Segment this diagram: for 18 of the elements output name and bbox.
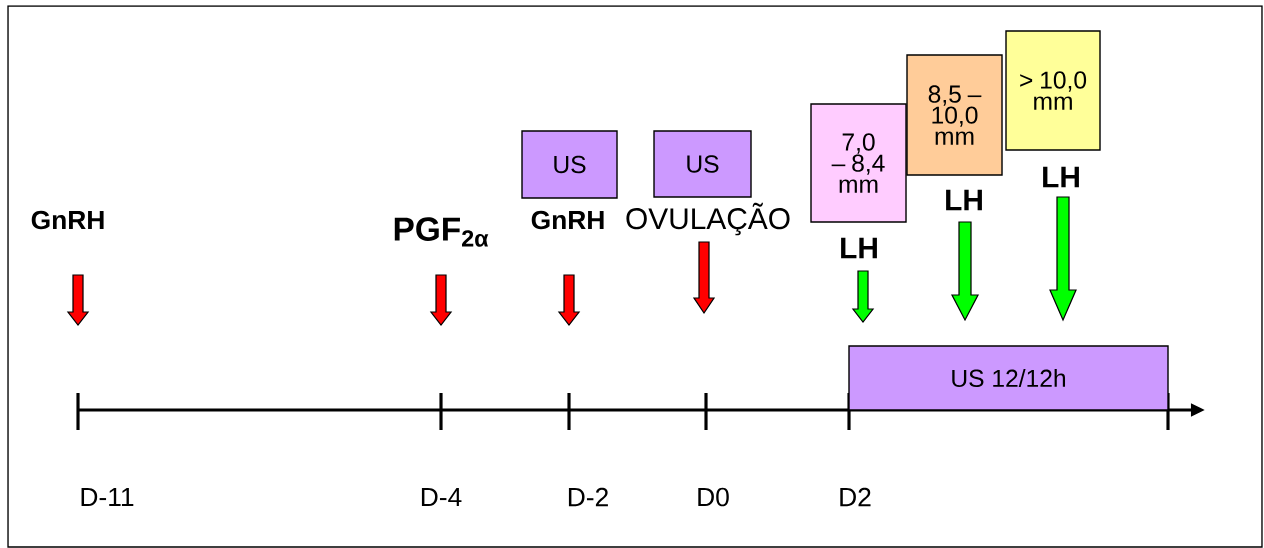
hormone-label: LH: [1043, 166, 1079, 188]
ultrasound-period-bar: US 12/12h: [848, 345, 1169, 411]
follicle-size-box: 8,5 – 10,0 mm: [906, 54, 1003, 176]
follicle-size-box: 7,0 – 8,4 mm: [810, 103, 907, 223]
day-label: D0: [698, 487, 729, 507]
hormone-label: PGF$_{2α}$: [394, 217, 489, 247]
event-label: OVULAÇÃO: [626, 202, 790, 236]
hormone-label: GnRH: [531, 210, 604, 230]
day-label: D-4: [421, 487, 462, 507]
hormone-label: LH: [841, 237, 877, 259]
day-label: D2: [840, 487, 871, 507]
hormone-label: LH: [946, 189, 982, 211]
day-label: D-11: [81, 487, 134, 507]
hormone-label: GnRH: [31, 210, 104, 230]
follicle-size-box: > 10,0 mm: [1005, 30, 1101, 151]
day-label: D-2: [568, 487, 608, 507]
ultrasound-box: US: [653, 130, 752, 198]
ultrasound-box: US: [521, 130, 618, 199]
